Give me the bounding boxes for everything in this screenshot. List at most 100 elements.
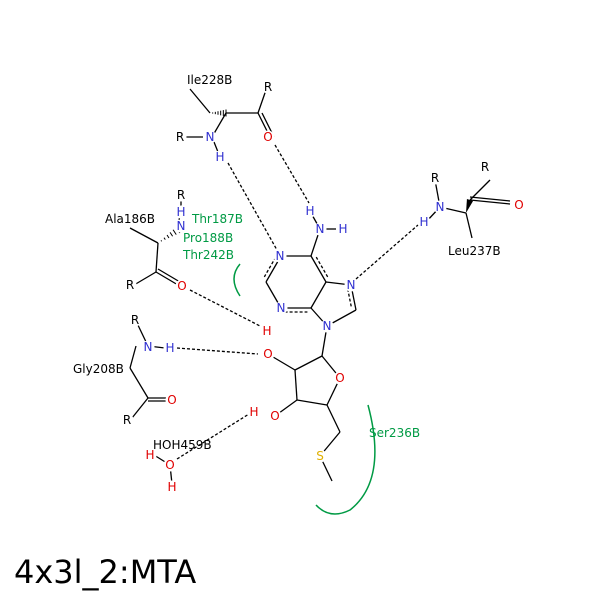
atom-leu-o: O [514, 198, 523, 212]
atom-ho3: H [249, 405, 258, 419]
hydrophobic-label: Thr187B [191, 212, 243, 226]
atom-ho2: H [262, 324, 271, 338]
ring-bond [326, 404, 341, 433]
stereo-bond [466, 199, 474, 213]
atom-hoh-h2: H [167, 480, 176, 494]
atom-gly-n: N [144, 340, 153, 354]
atom-ile-o: O [263, 130, 272, 144]
atom-gly-r1: R [131, 313, 139, 327]
hydrophobic-arc [233, 263, 241, 297]
atom-ala-r1: R [177, 188, 185, 202]
atom-hoh-o: O [165, 458, 174, 472]
atom-ile-r2: R [264, 80, 272, 94]
hydrogen-bond [189, 289, 261, 327]
atom-n6: N [316, 222, 325, 236]
residue-bond [129, 367, 149, 399]
atom-halo [428, 171, 442, 185]
ring-bond [294, 355, 323, 371]
atom-gly-o: O [167, 393, 176, 407]
atom-h61: H [305, 204, 314, 218]
hydrophobic-label: Ser236B [369, 426, 420, 440]
atom-o2p: O [263, 347, 272, 361]
atom-halo [303, 204, 317, 218]
atom-halo [344, 278, 358, 292]
atom-halo [320, 319, 334, 333]
atom-halo [336, 222, 350, 236]
ring-bond-aromatic [347, 288, 353, 308]
ring-bond [294, 369, 298, 401]
atom-ile-h: H [215, 150, 224, 164]
atom-h62: H [338, 222, 347, 236]
atom-halo [247, 405, 261, 419]
residue-bond [257, 89, 267, 114]
atom-halo [260, 324, 274, 338]
hydrophobic-label: Pro188B [183, 231, 233, 245]
atom-halo [174, 188, 188, 202]
atom-halo [143, 448, 157, 462]
atom-halo [120, 413, 134, 427]
ring-bond [310, 281, 327, 309]
atom-halo [213, 150, 227, 164]
atom-o4p: O [335, 371, 344, 385]
residue-label: Ile228B [187, 73, 232, 87]
atom-ala-h: H [176, 205, 185, 219]
ring-bond [310, 255, 327, 283]
atom-halo [128, 313, 142, 327]
atom-gly-h: H [165, 341, 174, 355]
ring-bond [296, 399, 328, 406]
atom-halo [165, 480, 179, 494]
atom-halo [313, 449, 327, 463]
residue-bond [157, 268, 181, 283]
residue-label: HOH459B [153, 438, 212, 452]
atom-halo [173, 130, 187, 144]
hydrogen-bond [176, 413, 250, 460]
atom-halo [174, 205, 188, 219]
atom-halo [141, 340, 155, 354]
residue-bond [129, 345, 137, 369]
hydrogen-bond [227, 162, 278, 251]
atom-halo [273, 249, 287, 263]
atom-halo [163, 458, 177, 472]
residue-bond [469, 179, 491, 201]
atom-hoh-h1: H [145, 448, 154, 462]
atom-halo [261, 347, 275, 361]
hydrophobic-label: Thr242B [182, 248, 234, 262]
hydrogen-bond [355, 224, 419, 280]
atom-halo [274, 301, 288, 315]
residue-bond [155, 271, 179, 286]
atom-halo [478, 160, 492, 174]
ring-bond-aromatic [315, 256, 329, 278]
residue-bond [129, 227, 159, 244]
residue-bond [155, 242, 159, 273]
residue-label: Gly208B [73, 362, 124, 376]
atom-n7: N [347, 278, 356, 292]
atom-halo [261, 130, 275, 144]
hydrogen-bond [176, 347, 259, 355]
residue-label: Leu237B [448, 244, 501, 258]
residue-bond [469, 199, 511, 205]
atom-ala-o: O [177, 279, 186, 293]
residue-bond [133, 271, 157, 286]
atom-o3p: O [270, 409, 279, 423]
atom-n1: N [276, 249, 285, 263]
diagram-title: 4x3l_2:MTA [14, 553, 197, 591]
atom-s: S [316, 449, 324, 463]
atom-halo [333, 371, 347, 385]
atom-halo [174, 219, 188, 233]
atom-leu-r1: R [431, 171, 439, 185]
residue-bond [131, 397, 149, 419]
residue-bond [189, 88, 211, 114]
atom-halo [512, 198, 526, 212]
atom-ala-r2: R [126, 278, 134, 292]
hydrophobic-arc [315, 404, 376, 515]
atom-halo [123, 278, 137, 292]
atom-halo [203, 130, 217, 144]
atom-halo [313, 222, 327, 236]
residue-bond [465, 212, 473, 239]
residue-bond [469, 196, 511, 202]
residue-label: Ala186B [105, 212, 155, 226]
atom-n3: N [277, 301, 286, 315]
atom-halo [175, 279, 189, 293]
atom-leu-r2: R [481, 160, 489, 174]
